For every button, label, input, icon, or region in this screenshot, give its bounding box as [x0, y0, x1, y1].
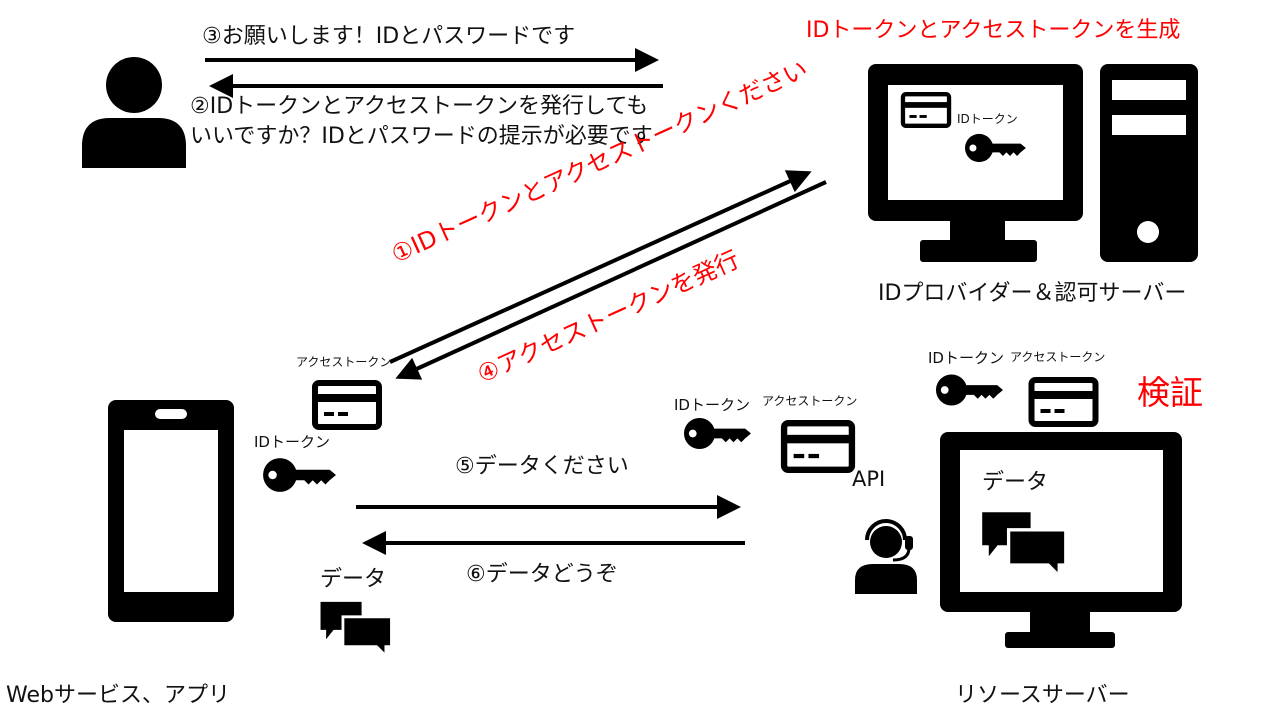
resource-data-label: データ — [982, 470, 1049, 495]
client-label: Webサービス、アプリ — [6, 683, 230, 708]
api-label: API — [852, 467, 886, 491]
card-icon — [900, 92, 952, 128]
key-icon — [935, 374, 1003, 406]
step5-message: ⑤データください — [455, 454, 629, 479]
api-agent-icon — [855, 519, 917, 594]
step6-message: ⑥データどうぞ — [466, 562, 618, 587]
client-data-label: データ — [320, 567, 387, 592]
verify-label: 検証 — [1137, 373, 1203, 412]
card-icon — [312, 380, 382, 430]
client-access-token-label: アクセストークン — [296, 355, 392, 369]
provider-title: IDトークンとアクセストークンを生成 — [806, 18, 1181, 43]
smartphone-icon — [108, 400, 234, 622]
resource-label: リソースサーバー — [955, 683, 1130, 708]
client-id-token-label: IDトークン — [254, 433, 330, 451]
chat-icon — [980, 510, 1068, 576]
resource-id-token-label: IDトークン — [928, 349, 1004, 367]
key-icon — [684, 417, 751, 450]
key-icon — [965, 133, 1026, 163]
step2-message-line2: いいですか？IDとパスワードの提示が必要です — [190, 124, 653, 149]
request-id-token-label: IDトークン — [674, 396, 750, 414]
resource-access-token-label: アクセストークン — [1010, 350, 1106, 364]
chat-icon — [319, 600, 393, 656]
request-access-token-label: アクセストークン — [762, 394, 858, 408]
arrow-step4 — [395, 180, 827, 380]
key-icon — [263, 458, 336, 492]
user-icon — [82, 57, 186, 168]
step3-message: ③お願いします！IDとパスワードです — [202, 24, 576, 49]
card-icon — [780, 420, 856, 473]
provider-id-token-label: IDトークン — [957, 112, 1018, 126]
provider-label: IDプロバイダー＆認可サーバー — [878, 281, 1187, 306]
arrow-step1 — [389, 170, 812, 364]
step2-message-line1: ②IDトークンとアクセストークンを発行しても — [190, 94, 649, 119]
card-icon — [1027, 377, 1100, 427]
